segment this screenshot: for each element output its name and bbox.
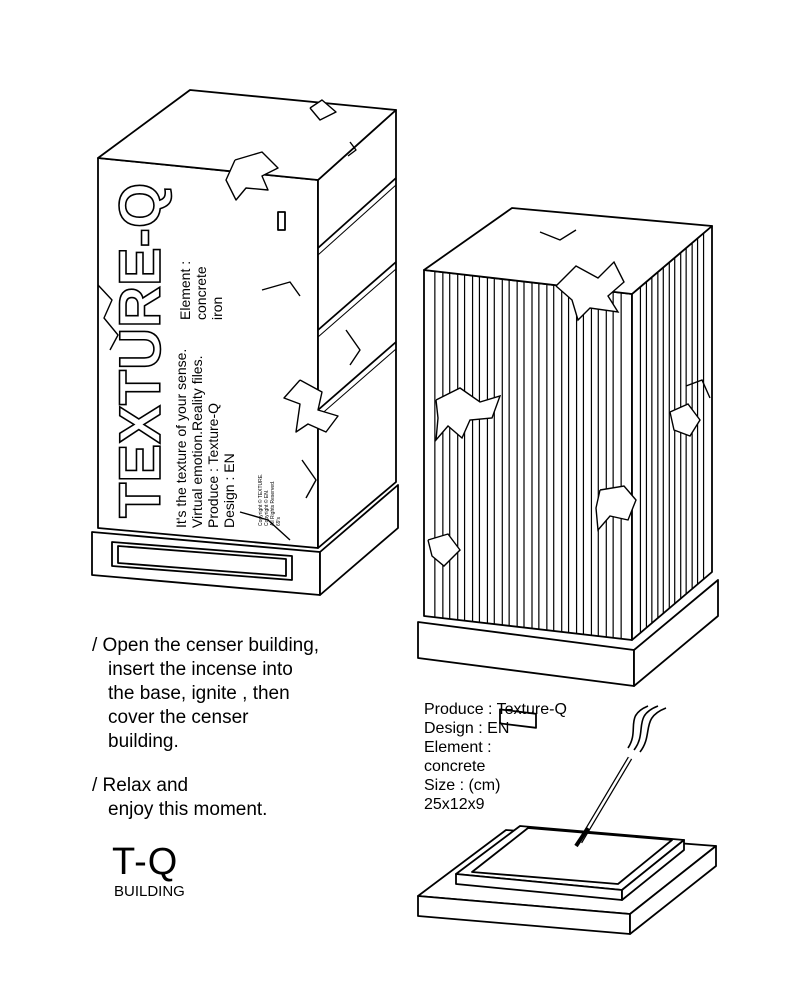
package-brand: TEXTURE-Q [108,183,173,518]
spec-design: Design : EN [424,720,510,737]
copyright-3: All Rights Reserved. [270,481,276,526]
instruction-step-1: / Open the censer building, insert the i… [92,635,320,752]
spec-element-label: Element : [424,739,492,756]
package-element-label: Element : [177,261,193,320]
package-line-2: Virtual emotion.Reality files. [189,356,205,528]
copyright-1: Copyright © TEXTURE. [257,474,264,527]
spec-produce: Produce : Texture-Q [424,701,567,718]
package-line-3: Produce : Texture-Q [205,403,221,528]
censer-slats-front [434,271,622,639]
package-element-2: iron [209,297,225,320]
logo-mark: T-Q [112,841,179,883]
box-base-right [319,484,399,596]
censer-base-right [633,579,719,687]
spec-block: Produce : Texture-Q Design : EN Element … [424,700,567,814]
copyright-4: 69's [276,516,282,526]
spec-size-label: Size : (cm) [424,777,501,794]
censer-front-face [423,269,633,641]
logo-sub: BUILDING [114,883,185,900]
incense-stick [574,705,667,848]
package-line-1: It's the texture of your sense. [173,349,189,528]
censer-right-face [631,225,713,641]
instruction-step-2: / Relax and enjoy this moment. [92,775,268,820]
spec-element-value: concrete [424,758,486,775]
instructions: / Open the censer building, insert the i… [92,634,392,842]
package-text: TEXTURE-Q It's the texture of your sense… [107,182,282,528]
incense-base [417,825,717,935]
censer-cracks [427,229,711,567]
logo: T-Q BUILDING [112,842,185,900]
package-element-1: concrete [193,266,209,320]
spec-size-value: 25x12x9 [424,796,485,813]
box-right-face [317,109,397,549]
copyright-2: Copyright © EN. [263,490,270,526]
package-line-4: Design : EN [221,453,237,528]
package-box [91,89,399,596]
